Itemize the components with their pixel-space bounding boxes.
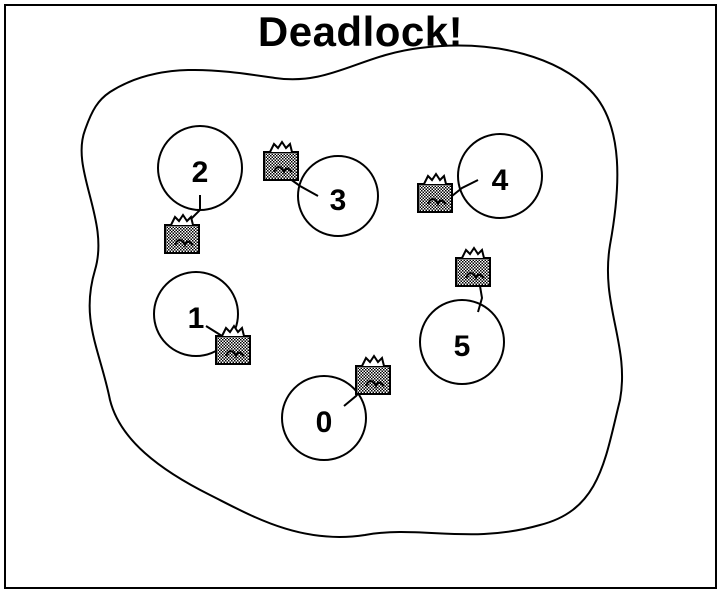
node-4: 4	[417, 133, 543, 219]
node-label: 4	[492, 164, 509, 197]
deadlock-region	[80, 44, 624, 538]
node-1: 1	[153, 271, 251, 365]
node-label: 3	[330, 184, 347, 217]
node-2: 2	[157, 125, 243, 254]
resource-icon	[164, 214, 200, 254]
resource-icon	[455, 247, 491, 287]
resource-icon	[417, 173, 453, 213]
page-title: Deadlock!	[257, 8, 464, 55]
node-0: 0	[281, 355, 391, 461]
node-label: 0	[316, 406, 333, 439]
node-label: 2	[192, 156, 209, 189]
frame	[4, 4, 717, 589]
node-label: 5	[454, 330, 471, 363]
resource-icon	[355, 355, 391, 395]
resource-icon	[263, 141, 299, 181]
node-3: 3	[263, 141, 379, 237]
node-label: 1	[188, 302, 205, 335]
node-5: 5	[419, 247, 505, 385]
